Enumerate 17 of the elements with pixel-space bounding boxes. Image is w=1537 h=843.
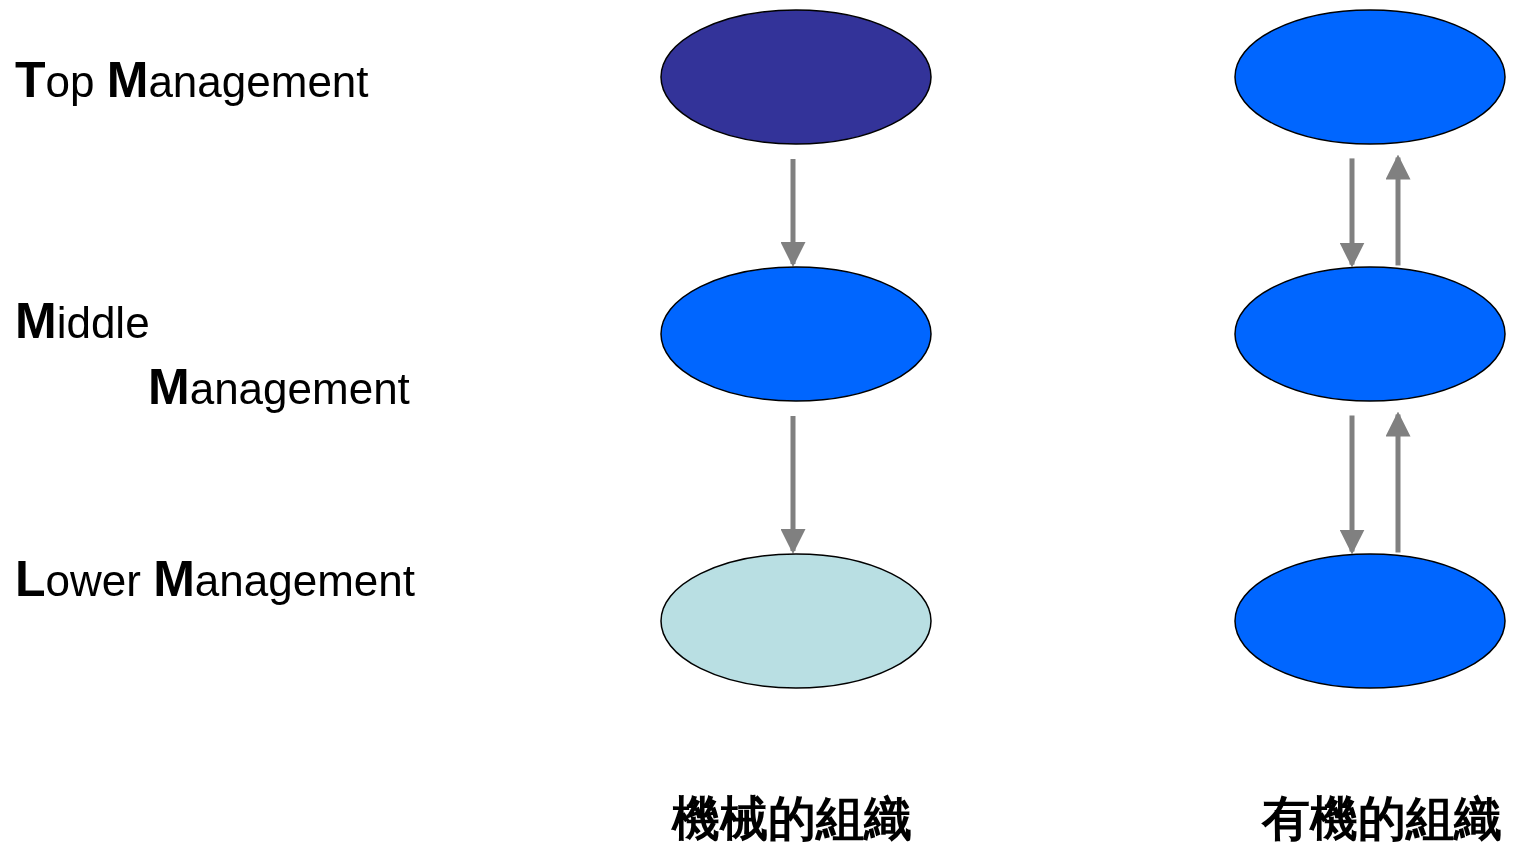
- arrow: [780, 159, 806, 267]
- level-label: Middle Management: [15, 292, 410, 417]
- arrow: [780, 416, 806, 554]
- ellipse-node: [1234, 266, 1506, 402]
- ellipse-node: [1234, 9, 1506, 145]
- arrow: [1339, 415, 1365, 555]
- ellipse-node: [660, 9, 932, 145]
- column-caption: 機械的組織: [672, 789, 912, 843]
- level-label: Lower Management: [15, 550, 416, 609]
- arrow: [1385, 154, 1411, 266]
- arrow: [1339, 158, 1365, 268]
- column-caption: 有機的組織: [1262, 789, 1502, 843]
- arrow: [1385, 411, 1411, 553]
- ellipse-node: [660, 553, 932, 689]
- level-label: Top Management: [15, 51, 369, 110]
- ellipse-node: [660, 266, 932, 402]
- ellipse-node: [1234, 553, 1506, 689]
